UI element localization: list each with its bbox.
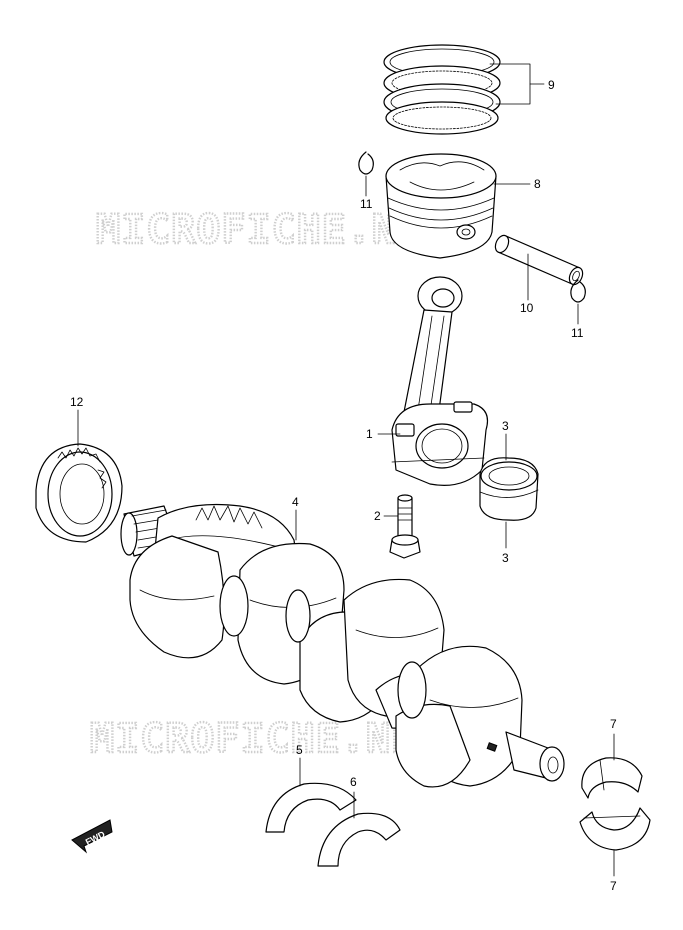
callout-7-upper: 7 <box>610 717 617 731</box>
piston-pin <box>494 234 584 286</box>
circlip-left <box>358 151 374 175</box>
callout-2: 2 <box>374 509 381 523</box>
connecting-rod <box>391 276 489 486</box>
conrod-bearing <box>479 457 539 521</box>
timing-gear <box>35 443 123 543</box>
callout-10: 10 <box>520 301 534 315</box>
callout-1: 1 <box>366 427 373 441</box>
callout-7-lower: 7 <box>610 879 617 893</box>
fwd-arrow-badge: FWD <box>71 819 113 854</box>
callout-8: 8 <box>534 177 541 191</box>
leader-lines <box>77 63 615 877</box>
conrod-bolt <box>389 494 421 559</box>
piston-rings <box>383 44 501 135</box>
callout-3-upper: 3 <box>502 419 509 433</box>
callout-5: 5 <box>296 743 303 757</box>
callout-12: 12 <box>70 395 84 409</box>
callout-9: 9 <box>548 78 555 92</box>
watermark-bottom: MICROFICHE.NET <box>90 716 441 762</box>
callout-6: 6 <box>350 775 357 789</box>
circlip-right <box>570 279 586 303</box>
thrust-washer-6 <box>317 812 401 867</box>
crankshaft <box>120 503 565 788</box>
callout-3-lower: 3 <box>502 551 509 565</box>
piston <box>385 153 497 259</box>
main-bearing-lower <box>579 807 651 851</box>
callout-11-lower: 11 <box>571 326 584 340</box>
callout-11-upper: 11 <box>360 197 373 211</box>
callout-4: 4 <box>292 495 299 509</box>
main-bearing-upper <box>581 757 643 799</box>
thrust-washer-5 <box>265 782 357 833</box>
